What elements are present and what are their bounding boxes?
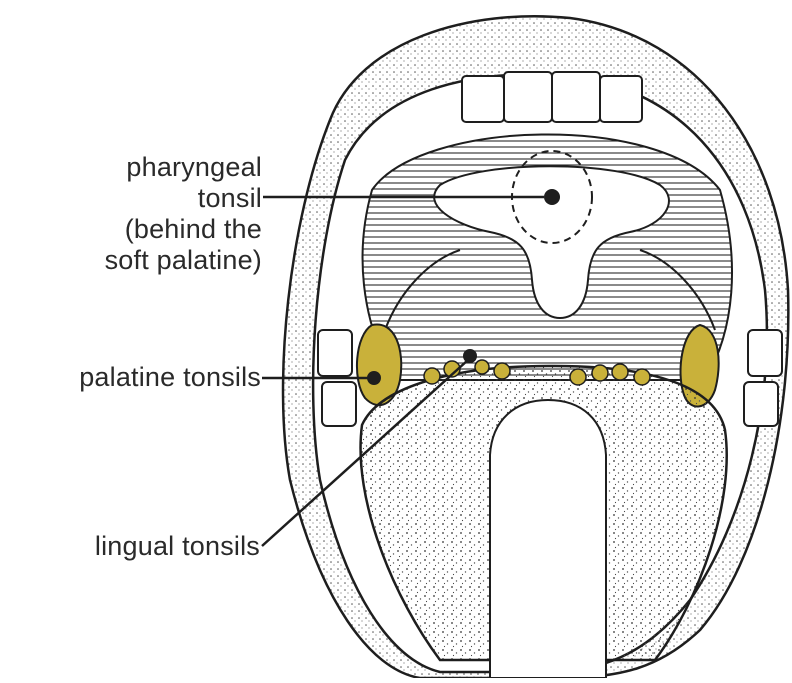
label-pharyngeal-line-1: pharyngeal [105,152,262,183]
label-lingual-tonsils: lingual tonsils [95,531,260,562]
label-pharyngeal-line-4: soft palatine) [105,245,262,276]
label-palatine-tonsils: palatine tonsils [79,362,261,393]
upper-teeth [462,72,642,122]
label-pharyngeal-line-3: (behind the [105,214,262,245]
label-pharyngeal-line-2: tonsil [105,183,262,214]
tongue-center [490,400,606,678]
pharyngeal-tonsil-dot [544,189,560,205]
lingual-pointer-dot [463,349,477,363]
palatine-pointer-dot [367,371,381,385]
label-pharyngeal-tonsil: pharyngeal tonsil (behind the soft palat… [105,152,262,276]
